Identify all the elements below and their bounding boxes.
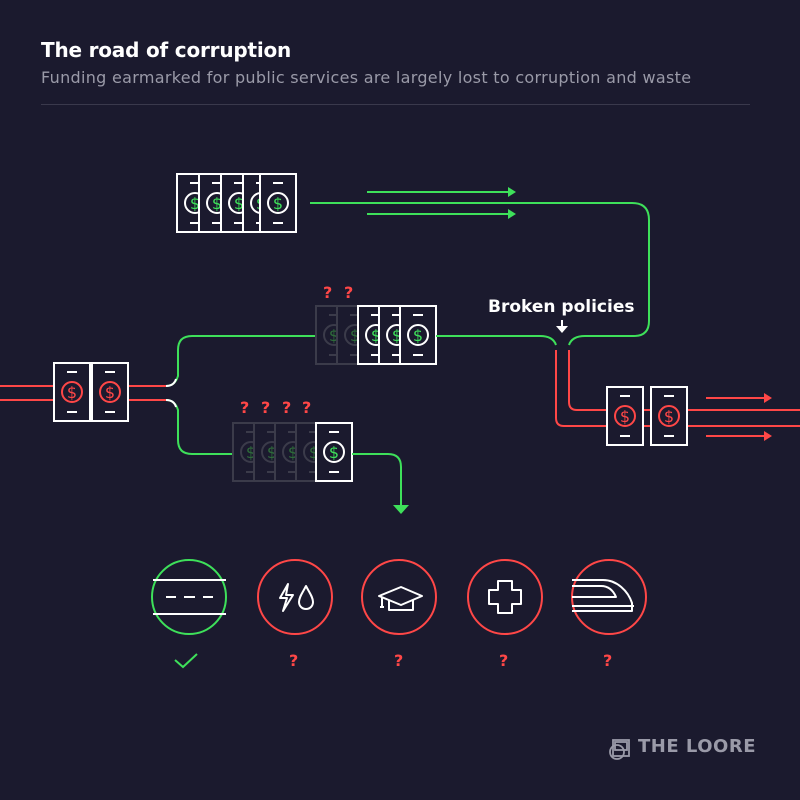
svg-text:$: $ — [190, 194, 200, 213]
brand-logo-icon — [609, 739, 630, 760]
money-note: $ — [315, 422, 353, 482]
check-icon — [174, 653, 198, 669]
bottom-money-stack: $ — [232, 422, 353, 482]
svg-text:$: $ — [620, 407, 630, 426]
svg-text:$: $ — [67, 383, 77, 402]
top-flow-arrows — [367, 187, 516, 219]
svg-text:$: $ — [273, 194, 283, 213]
page-subtitle: Funding earmarked for public services ar… — [41, 68, 692, 87]
left-money-notes: $ $ — [53, 362, 129, 422]
right-money-notes: $ $ — [606, 386, 688, 446]
header-divider — [41, 104, 750, 105]
top-green-path — [310, 202, 650, 346]
broken-policies-pointer — [556, 320, 568, 333]
svg-text:$: $ — [392, 326, 402, 345]
question-mark: ? — [261, 398, 271, 417]
money-note: $ — [259, 173, 297, 233]
money-note: $ — [399, 305, 437, 365]
bottom-green-path — [352, 453, 402, 505]
question-mark: ? — [282, 398, 292, 417]
svg-text:$: $ — [371, 326, 381, 345]
question-mark-transit: ? — [603, 651, 613, 670]
service-roads — [151, 559, 227, 635]
question-mark: ? — [240, 398, 250, 417]
road-icon — [153, 579, 226, 615]
broken-policies-label: Broken policies — [488, 297, 635, 317]
money-note: $ — [91, 362, 129, 422]
medical-cross-icon — [488, 580, 522, 614]
question-mark: ? — [344, 283, 354, 302]
question-mark: ? — [302, 398, 312, 417]
brand-name: THE LOORE — [638, 736, 756, 757]
train-icon — [572, 579, 634, 612]
question-mark-health: ? — [499, 651, 509, 670]
brand: THE LOORE — [638, 736, 756, 757]
svg-text:$: $ — [212, 194, 222, 213]
question-mark-education: ? — [394, 651, 404, 670]
service-health — [467, 559, 543, 635]
page-title: The road of corruption — [41, 38, 292, 62]
money-note: $ — [650, 386, 688, 446]
money-note: $ — [606, 386, 644, 446]
svg-text:$: $ — [234, 194, 244, 213]
money-note: $ — [53, 362, 91, 422]
question-mark-utilities: ? — [289, 651, 299, 670]
power-water-icon — [279, 583, 314, 612]
service-education — [361, 559, 437, 635]
graduation-cap-icon — [378, 586, 423, 611]
service-transit — [571, 559, 647, 635]
question-mark: ? — [323, 283, 333, 302]
top-money-stack: $ $ $ $ $ — [176, 173, 297, 233]
service-utilities — [257, 559, 333, 635]
middle-green-path — [436, 335, 557, 346]
split-junction — [165, 378, 177, 408]
svg-text:$: $ — [664, 407, 674, 426]
down-arrow-head — [393, 505, 409, 514]
svg-text:$: $ — [105, 383, 115, 402]
middle-money-stack: $ $ $ — [315, 305, 437, 365]
svg-text:$: $ — [413, 326, 423, 345]
right-red-arrows — [706, 393, 772, 441]
svg-text:$: $ — [329, 443, 339, 462]
